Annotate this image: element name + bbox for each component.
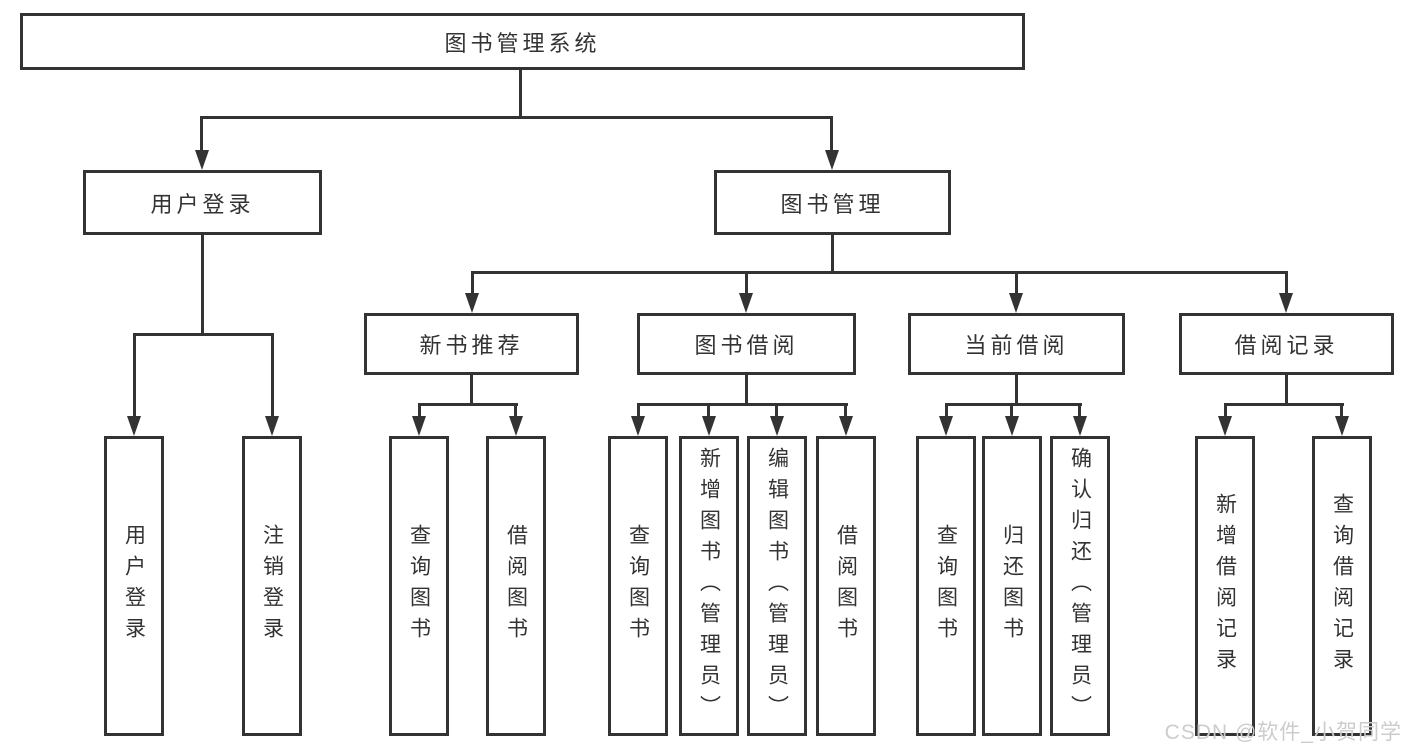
node-borrowing-records: 借阅记录 — [1179, 313, 1394, 375]
csdn-watermark: CSDN @软件_小贺同学 — [1164, 721, 1402, 744]
arrow-down-icon — [412, 416, 426, 436]
leaf-query-books-current: 查询图书 — [916, 436, 976, 736]
connector-line — [471, 271, 474, 295]
connector-line — [133, 333, 274, 336]
leaf-user-login-label: 用户登录 — [122, 524, 146, 648]
node-book-borrowing: 图书借阅 — [637, 313, 856, 375]
node-book-borrowing-label: 图书借阅 — [694, 333, 799, 358]
arrow-down-icon — [739, 293, 753, 313]
connector-line — [831, 235, 834, 273]
connector-line — [418, 403, 421, 417]
arrow-down-icon — [1005, 416, 1019, 436]
leaf-borrow-books-label: 借阅图书 — [834, 524, 858, 648]
node-current-borrowing: 当前借阅 — [908, 313, 1125, 375]
arrow-down-icon — [1279, 293, 1293, 313]
arrow-down-icon — [1218, 416, 1232, 436]
leaf-add-borrow-record-label: 新增借阅记录 — [1213, 493, 1237, 679]
node-user-login: 用户登录 — [83, 170, 322, 235]
arrow-down-icon — [770, 416, 784, 436]
connector-line — [271, 333, 274, 418]
leaf-edit-books-admin-label: 编辑图书（管理员） — [765, 446, 789, 726]
leaf-query-books-recommend: 查询图书 — [389, 436, 449, 736]
node-book-management-label: 图书管理 — [780, 191, 885, 217]
leaf-user-login: 用户登录 — [104, 436, 164, 736]
connector-line — [775, 403, 778, 417]
connector-line — [133, 333, 136, 418]
leaf-logout: 注销登录 — [242, 436, 302, 736]
leaf-confirm-return-admin: 确认归还（管理员） — [1050, 436, 1110, 736]
connector-line — [1224, 403, 1227, 417]
arrow-down-icon — [265, 416, 279, 436]
connector-line — [745, 271, 748, 295]
node-root-label: 图书管理系统 — [444, 30, 601, 56]
connector-line — [945, 403, 1082, 406]
arrow-down-icon — [631, 416, 645, 436]
connector-line — [200, 116, 203, 152]
leaf-query-books-recommend-label: 查询图书 — [407, 524, 431, 648]
connector-line — [637, 403, 848, 406]
leaf-return-books: 归还图书 — [982, 436, 1042, 736]
connector-line — [1224, 403, 1344, 406]
connector-line — [1285, 375, 1288, 405]
leaf-query-books-borrowing-label: 查询图书 — [626, 524, 650, 648]
leaf-add-books-admin: 新增图书（管理员） — [679, 436, 739, 736]
arrow-down-icon — [1073, 416, 1087, 436]
connector-line — [200, 116, 833, 119]
arrow-down-icon — [1009, 293, 1023, 313]
node-root: 图书管理系统 — [20, 13, 1025, 70]
connector-line — [637, 403, 640, 417]
leaf-query-borrow-record: 查询借阅记录 — [1312, 436, 1372, 736]
connector-line — [201, 235, 204, 335]
leaf-add-borrow-record: 新增借阅记录 — [1195, 436, 1255, 736]
connector-line — [844, 403, 847, 417]
node-borrowing-records-label: 借阅记录 — [1234, 333, 1339, 358]
connector-line — [707, 403, 710, 417]
leaf-return-books-label: 归还图书 — [1000, 524, 1024, 648]
node-book-management: 图书管理 — [714, 170, 951, 235]
connector-line — [1078, 403, 1081, 417]
arrow-down-icon — [509, 416, 523, 436]
arrow-down-icon — [702, 416, 716, 436]
leaf-query-books-current-label: 查询图书 — [934, 524, 958, 648]
connector-line — [1340, 403, 1343, 417]
arrow-down-icon — [127, 416, 141, 436]
connector-line — [1010, 403, 1013, 417]
connector-line — [830, 116, 833, 152]
connector-line — [1015, 271, 1018, 295]
leaf-borrow-books: 借阅图书 — [816, 436, 876, 736]
connector-line — [471, 271, 1288, 274]
leaf-logout-label: 注销登录 — [260, 524, 284, 648]
node-new-book-recommend: 新书推荐 — [364, 313, 579, 375]
arrow-down-icon — [195, 150, 209, 170]
leaf-confirm-return-admin-label: 确认归还（管理员） — [1068, 446, 1092, 726]
connector-line — [514, 403, 517, 417]
leaf-query-books-borrowing: 查询图书 — [608, 436, 668, 736]
connector-line — [945, 403, 948, 417]
leaf-borrow-books-recommend-label: 借阅图书 — [504, 524, 528, 648]
connector-line — [470, 375, 473, 405]
node-current-borrowing-label: 当前借阅 — [964, 333, 1069, 358]
connector-line — [745, 375, 748, 405]
node-new-book-recommend-label: 新书推荐 — [419, 333, 524, 358]
connector-line — [418, 403, 518, 406]
arrow-down-icon — [825, 150, 839, 170]
leaf-borrow-books-recommend: 借阅图书 — [486, 436, 546, 736]
arrow-down-icon — [939, 416, 953, 436]
node-user-login-label: 用户登录 — [150, 191, 255, 217]
leaf-query-borrow-record-label: 查询借阅记录 — [1330, 493, 1354, 679]
leaf-add-books-admin-label: 新增图书（管理员） — [697, 446, 721, 726]
arrow-down-icon — [465, 293, 479, 313]
arrow-down-icon — [1335, 416, 1349, 436]
connector-line — [1285, 271, 1288, 295]
arrow-down-icon — [839, 416, 853, 436]
leaf-edit-books-admin: 编辑图书（管理员） — [747, 436, 807, 736]
connector-line — [519, 70, 522, 117]
connector-line — [1015, 375, 1018, 405]
